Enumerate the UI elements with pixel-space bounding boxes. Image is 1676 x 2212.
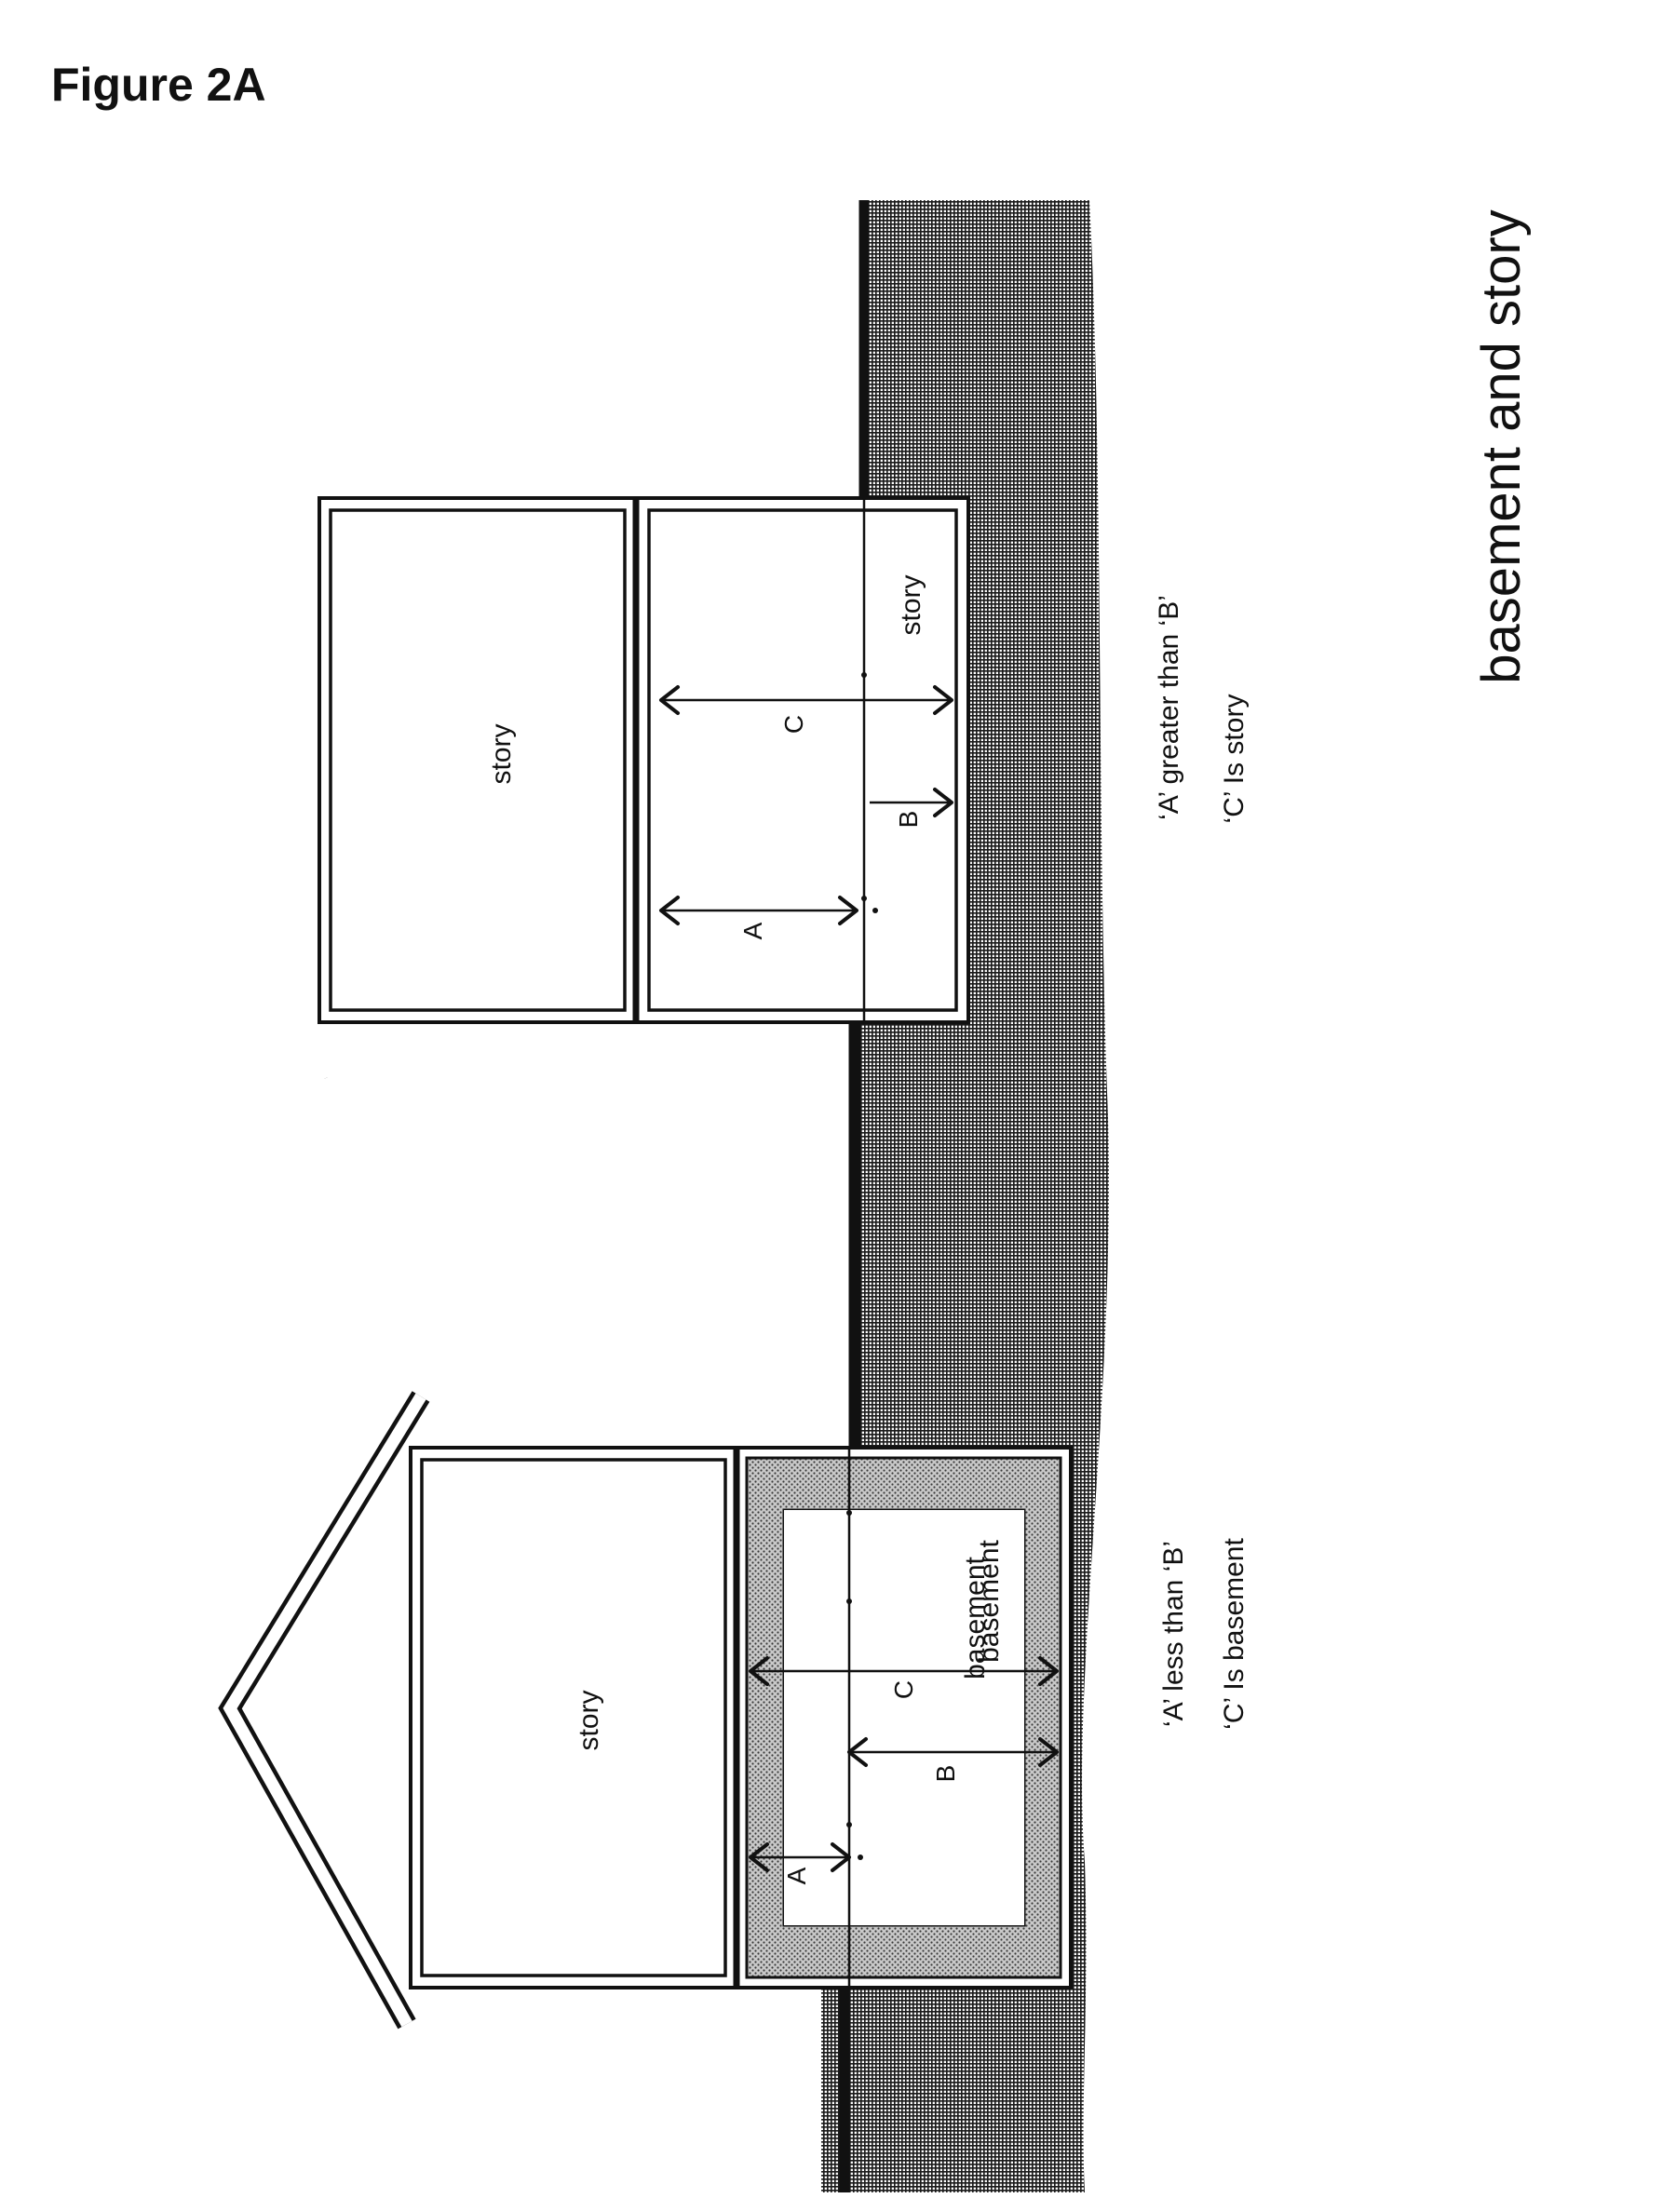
caption-line-2: ‘C’ Is story xyxy=(1219,695,1250,824)
upper-floor-outer xyxy=(409,1446,738,1989)
lower-floor-outer xyxy=(634,496,970,1024)
house-story-case: story story C A B ‘A’ greater th xyxy=(127,494,1250,1082)
caption-line-1: ‘A’ greater than ‘B’ xyxy=(1154,595,1184,820)
upper-floor-room xyxy=(329,508,627,1012)
upper-floor-room xyxy=(420,1458,727,1977)
dimension-b: B xyxy=(870,788,953,829)
svg-text:A: A xyxy=(782,1867,811,1884)
lower-room-label-lower: basement xyxy=(960,1556,991,1679)
svg-text:B: B xyxy=(894,811,923,829)
caption-line-1: ‘A’ less than ‘B’ xyxy=(1158,1541,1189,1727)
svg-text:A: A xyxy=(738,922,767,939)
upper-floor-outer xyxy=(318,496,638,1024)
lower-floor-room xyxy=(647,508,958,1012)
svg-text:B: B xyxy=(931,1765,960,1783)
roof xyxy=(131,496,333,1079)
dimension-c: C xyxy=(749,1656,1059,1699)
svg-text:C: C xyxy=(779,715,808,734)
dimension-a: A xyxy=(659,896,858,939)
svg-text:C: C xyxy=(889,1680,918,1699)
ground-soil xyxy=(821,200,1109,2192)
dimension-b: B xyxy=(847,1737,1059,1783)
dimension-a: A xyxy=(749,1842,851,1884)
lower-room-label-upper: basement xyxy=(974,1539,1005,1662)
diagram-title: basement and story xyxy=(1471,209,1532,683)
dimension-c: C xyxy=(659,685,953,734)
house-basement-case: story basement basement C B A xyxy=(218,1391,1250,2030)
upper-room-label: story xyxy=(486,723,517,784)
upper-room-label: story xyxy=(574,1690,604,1750)
figure-label: Figure 2A xyxy=(51,59,266,111)
lower-room-label: story xyxy=(896,574,926,635)
caption-line-2: ‘C’ Is basement xyxy=(1219,1538,1250,1730)
roof xyxy=(218,1391,430,2030)
